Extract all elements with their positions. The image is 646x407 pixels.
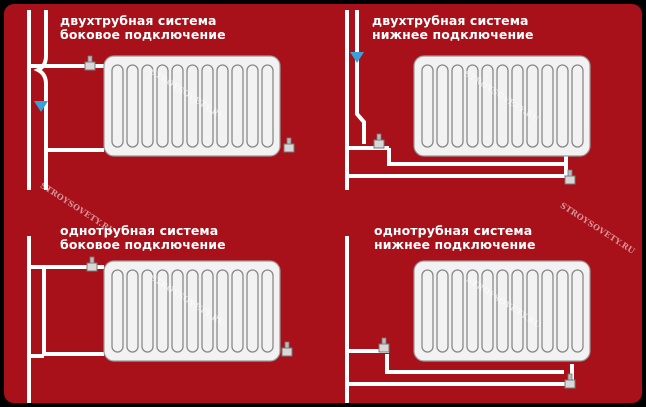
diagram-4-radiator <box>413 260 591 362</box>
diagram-3-caption: однотрубная система боковое подключение <box>60 224 226 252</box>
diagram-3-radiator <box>103 260 281 362</box>
diagram-3-bottom-valve <box>281 341 293 357</box>
pipe-drawings <box>27 10 591 403</box>
diagram-1-pipes <box>27 10 104 190</box>
diagram-1-bottom-valve <box>283 137 295 153</box>
diagram-2-flow-arrow <box>350 52 364 63</box>
diagram-4-title: однотрубная система <box>374 223 533 238</box>
diagram-2-radiator <box>413 55 591 157</box>
diagram-2-valve <box>373 133 385 149</box>
diagram-3-valve <box>86 256 98 272</box>
diagram-1-flow-arrow <box>34 101 48 112</box>
diagram-1-valve <box>84 55 96 71</box>
diagram-2-subtitle: нижнее подключение <box>372 27 534 42</box>
diagram-4-caption: однотрубная система нижнее подключение <box>374 224 536 252</box>
diagram-3-subtitle: боковое подключение <box>60 237 226 252</box>
diagram-1-radiator <box>103 55 281 157</box>
diagram-2-caption: двухтрубная система нижнее подключение <box>372 14 534 42</box>
diagram-3-title: однотрубная система <box>60 223 219 238</box>
diagram-2-title: двухтрубная система <box>372 13 529 28</box>
diagram-4-subtitle: нижнее подключение <box>374 237 536 252</box>
diagram-1-subtitle: боковое подключение <box>60 27 226 42</box>
diagram-4-valve <box>378 337 390 353</box>
diagram-panel: двухтрубная система боковое подключение … <box>4 4 642 403</box>
diagram-1-caption: двухтрубная система боковое подключение <box>60 14 226 42</box>
diagram-1-title: двухтрубная система <box>60 13 217 28</box>
